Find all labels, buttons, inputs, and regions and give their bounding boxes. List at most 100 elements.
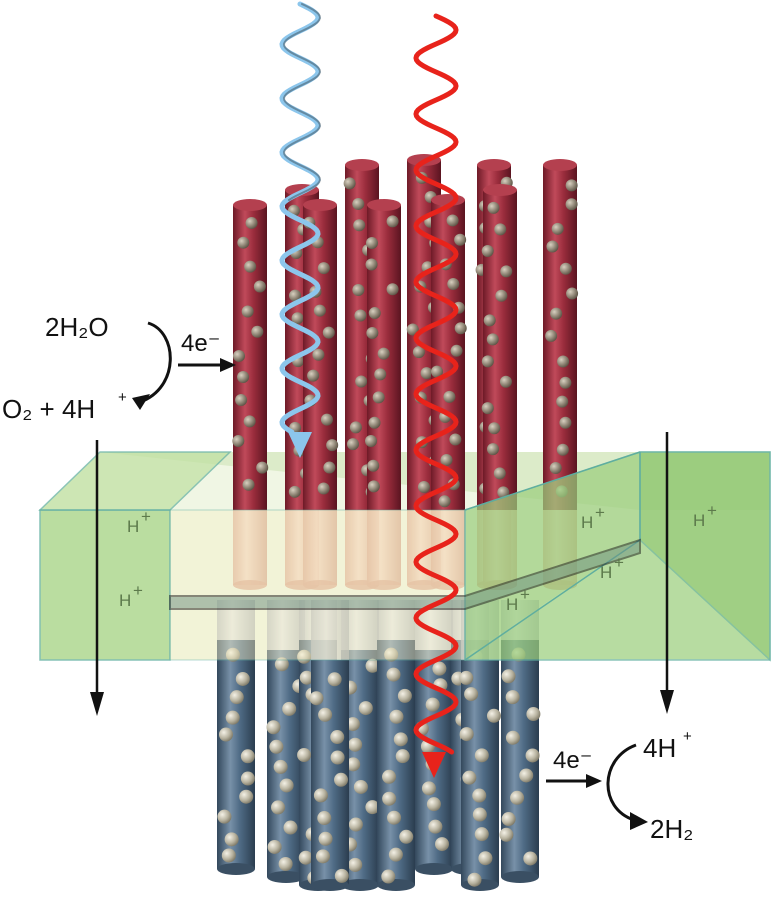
catalyst-particle xyxy=(481,402,494,415)
catalyst-particle xyxy=(307,369,320,382)
catalyst-particle xyxy=(299,670,314,685)
catalyst-particle xyxy=(483,314,496,327)
catalyst-particle xyxy=(550,307,563,320)
catalyst-particle xyxy=(381,869,396,884)
catalyst-particle xyxy=(421,781,436,796)
oxygen-protons-sup: + xyxy=(118,389,127,406)
catalyst-particle xyxy=(366,326,379,339)
process-arrows xyxy=(90,321,674,830)
red-light-wave xyxy=(413,13,459,755)
catalyst-particle xyxy=(525,748,540,763)
catalyst-particle xyxy=(313,304,326,317)
catalyst-particle xyxy=(221,848,236,863)
catalyst-particle xyxy=(232,349,245,362)
catalyst-particle xyxy=(559,376,572,389)
catalyst-particle xyxy=(334,868,349,883)
reduction-curved-arrow xyxy=(606,743,637,822)
proton-label-2: H xyxy=(119,591,131,610)
catalyst-particle xyxy=(393,732,408,747)
catalyst-particle xyxy=(386,667,401,682)
catalyst-particle xyxy=(556,443,569,456)
catalyst-particle xyxy=(358,701,373,716)
catalyst-particle xyxy=(240,771,255,786)
catalyst-particle xyxy=(432,661,447,676)
hydrogen-label: 2H₂ xyxy=(650,814,693,844)
catalyst-particle xyxy=(298,850,313,865)
catalyst-particle xyxy=(317,262,330,275)
catalyst-particle xyxy=(372,391,385,404)
catalyst-particle xyxy=(462,770,477,785)
catalyst-particle xyxy=(354,309,367,322)
membrane-box xyxy=(38,451,771,662)
catalyst-particle xyxy=(232,435,245,448)
catalyst-particle xyxy=(454,233,467,246)
catalyst-particle xyxy=(565,198,578,211)
catalyst-particle xyxy=(348,817,363,832)
catalyst-particle xyxy=(505,730,520,745)
labels: 2H₂O 4e⁻ O₂ + 4H + 4H + 4e⁻ 2H₂ H + H + … xyxy=(2,312,717,844)
blue-light-wave-core xyxy=(282,3,322,201)
catalyst-particle xyxy=(266,720,281,735)
catalyst-particle xyxy=(450,344,463,357)
light-waves xyxy=(279,1,459,778)
catalyst-particle xyxy=(526,707,541,722)
catalyst-particle xyxy=(428,819,443,834)
catalyst-particle xyxy=(472,807,487,822)
catalyst-particle xyxy=(278,857,293,872)
catalyst-particle xyxy=(330,750,345,765)
catalyst-particle xyxy=(510,790,525,805)
catalyst-particle xyxy=(417,480,430,493)
catalyst-particle xyxy=(355,375,368,388)
red-light-arrowhead xyxy=(422,752,446,778)
catalyst-particle xyxy=(374,368,387,381)
catalyst-particle xyxy=(235,394,248,407)
catalyst-particle xyxy=(297,748,312,763)
catalyst-particle xyxy=(365,658,380,673)
catalyst-particle xyxy=(474,827,489,842)
catalyst-particle xyxy=(395,749,410,764)
catalyst-particle xyxy=(353,219,366,232)
catalyst-particle xyxy=(454,322,467,335)
catalyst-particle xyxy=(420,367,433,380)
catalyst-particle xyxy=(501,812,516,827)
catalyst-particle xyxy=(412,346,425,359)
catalyst-particle xyxy=(225,647,240,662)
proton-label-6: H xyxy=(506,595,518,614)
catalyst-particle xyxy=(368,416,381,429)
protons-sup: + xyxy=(683,728,692,745)
catalyst-particle xyxy=(501,669,516,684)
catalyst-particle xyxy=(449,433,462,446)
anode-rod xyxy=(232,199,269,590)
catalyst-particle xyxy=(242,478,255,491)
catalyst-particle xyxy=(315,849,330,864)
right-down-arrowhead xyxy=(660,690,674,714)
catalyst-particle xyxy=(467,872,482,887)
catalyst-particle xyxy=(481,244,494,257)
reduction-electron-arrowhead xyxy=(586,774,602,788)
catalyst-particle xyxy=(559,416,572,429)
catalyst-particle xyxy=(488,422,501,435)
catalyst-particle xyxy=(386,215,399,228)
proton-label-5: H xyxy=(600,563,612,582)
catalyst-particle xyxy=(239,789,254,804)
protons-label: 4H xyxy=(643,733,676,763)
catalyst-particle xyxy=(309,691,324,706)
catalyst-particle xyxy=(440,454,453,467)
catalyst-particle xyxy=(425,697,440,712)
catalyst-particle xyxy=(435,837,450,852)
catalyst-particle xyxy=(406,323,419,336)
catalyst-particle xyxy=(459,727,474,742)
catalyst-particle xyxy=(384,647,399,662)
catalyst-particle xyxy=(399,829,414,844)
catalyst-particle xyxy=(218,727,233,742)
catalyst-particle xyxy=(225,710,240,725)
catalyst-particle xyxy=(282,701,297,716)
catalyst-particle xyxy=(279,778,294,793)
catalyst-particle xyxy=(256,461,269,474)
reduction-curved-arrowhead xyxy=(630,812,648,830)
catalyst-particle xyxy=(283,820,298,835)
catalyst-particle xyxy=(387,810,402,825)
catalyst-particle xyxy=(397,688,412,703)
catalyst-particle xyxy=(235,671,250,686)
proton-sup-1: + xyxy=(141,507,151,526)
